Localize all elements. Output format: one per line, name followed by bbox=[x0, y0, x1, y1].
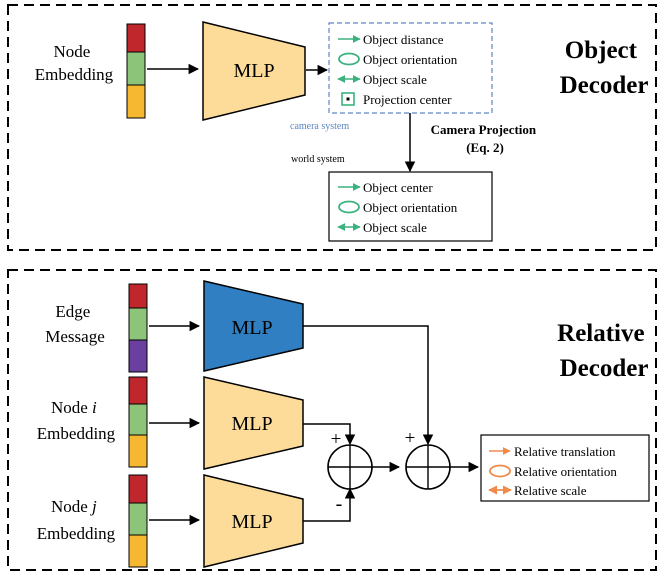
node-j-mlp-block bbox=[203, 474, 304, 568]
world-item-center: Object center bbox=[363, 180, 433, 195]
rotation-ellipse-icon bbox=[489, 464, 511, 478]
edge-mlp-block bbox=[203, 280, 304, 372]
edge-message-vector bbox=[128, 283, 148, 373]
node-i-mlp-block bbox=[203, 376, 304, 470]
camera-projection-label: Camera Projection (Eq. 2) bbox=[431, 122, 540, 155]
node-j-label: Node j Embedding bbox=[37, 497, 116, 543]
node-i-mlp-label: MLP bbox=[231, 413, 272, 435]
relative-decoder-panel bbox=[7, 269, 657, 571]
connector-node-i-to-adder bbox=[303, 423, 356, 446]
camera-item-projection-center: Projection center bbox=[363, 92, 452, 107]
rotation-ellipse-icon bbox=[338, 200, 360, 214]
minus-sign-first: - bbox=[336, 493, 343, 515]
world-box-items: Object center Object orientation Object … bbox=[337, 180, 458, 235]
camera-item-distance: Object distance bbox=[363, 32, 444, 47]
world-system-box bbox=[328, 171, 493, 242]
node-j-vector bbox=[128, 474, 148, 568]
node-embedding-vector bbox=[126, 23, 146, 119]
node-j-mlp-label: MLP bbox=[231, 511, 272, 533]
node-i-vector bbox=[128, 376, 148, 468]
world-item-scale: Object scale bbox=[363, 220, 427, 235]
object-mlp-label: MLP bbox=[233, 60, 274, 82]
relative-output-box bbox=[480, 434, 650, 502]
connector-node-j-to-adder bbox=[303, 487, 356, 522]
camera-system-box bbox=[328, 22, 493, 114]
plus-sign-first: + bbox=[331, 429, 342, 450]
output-item-scale: Relative scale bbox=[514, 483, 587, 498]
object-decoder-panel bbox=[7, 4, 657, 251]
relative-decoder-title: Relative Decoder bbox=[557, 320, 651, 382]
camera-system-label: camera system bbox=[290, 121, 349, 132]
plus-sign-second: + bbox=[405, 428, 416, 449]
world-item-orientation: Object orientation bbox=[363, 200, 458, 215]
connector-edge-to-adder bbox=[303, 325, 434, 446]
camera-item-scale: Object scale bbox=[363, 72, 427, 87]
output-item-translation: Relative translation bbox=[514, 444, 616, 459]
world-system-label: world system bbox=[291, 154, 345, 165]
edge-message-label: Edge Message bbox=[45, 302, 104, 346]
relative-output-items: Relative translation Relative orientatio… bbox=[488, 444, 617, 498]
node-embedding-label: Node Embedding bbox=[35, 42, 114, 84]
camera-item-orientation: Object orientation bbox=[363, 52, 458, 67]
camera-box-items: Object distance Object orientation Objec… bbox=[337, 32, 458, 107]
rotation-ellipse-icon bbox=[338, 52, 360, 66]
output-item-orientation: Relative orientation bbox=[514, 464, 617, 479]
node-i-label: Node i Embedding bbox=[37, 398, 116, 443]
add-node-circle bbox=[405, 444, 451, 490]
edge-mlp-label: MLP bbox=[231, 317, 272, 339]
center-square-icon bbox=[341, 92, 355, 106]
object-decoder-title: Object Decoder bbox=[560, 37, 649, 99]
object-mlp-block bbox=[202, 21, 306, 121]
subtract-node-circle bbox=[327, 444, 373, 490]
